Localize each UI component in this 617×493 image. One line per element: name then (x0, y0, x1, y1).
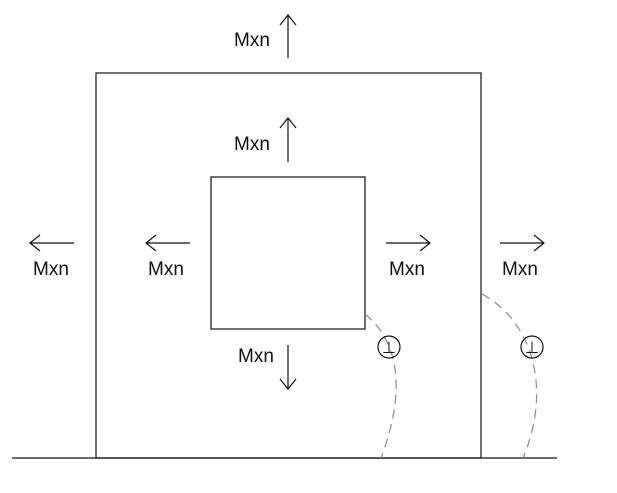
top-outer-arrow (279, 14, 297, 58)
top-inner-arrow (279, 117, 297, 162)
outer-support-symbol: ⊥ (525, 338, 539, 357)
right-inner-label: Mxn (389, 259, 425, 280)
inner-support-curve (364, 313, 397, 459)
left-inner-arrow (145, 234, 190, 252)
inner-opening (210, 176, 366, 330)
top-outer-label: Mxn (234, 30, 270, 51)
top-inner-label: Mxn (234, 134, 270, 155)
left-outer-label: Mxn (33, 259, 69, 280)
right-outer-label: Mxn (502, 259, 538, 280)
inner-support-circle (377, 335, 401, 359)
right-outer-arrow (500, 234, 545, 252)
outer-support-curve (481, 293, 538, 459)
outer-support-circle (520, 335, 544, 359)
inner-support-symbol: ⊥ (382, 338, 396, 357)
left-outer-arrow (29, 234, 74, 252)
right-inner-arrow (386, 234, 431, 252)
bottom-inner-label: Mxn (238, 346, 274, 367)
left-inner-label: Mxn (148, 259, 184, 280)
bottom-inner-arrow (279, 345, 297, 390)
